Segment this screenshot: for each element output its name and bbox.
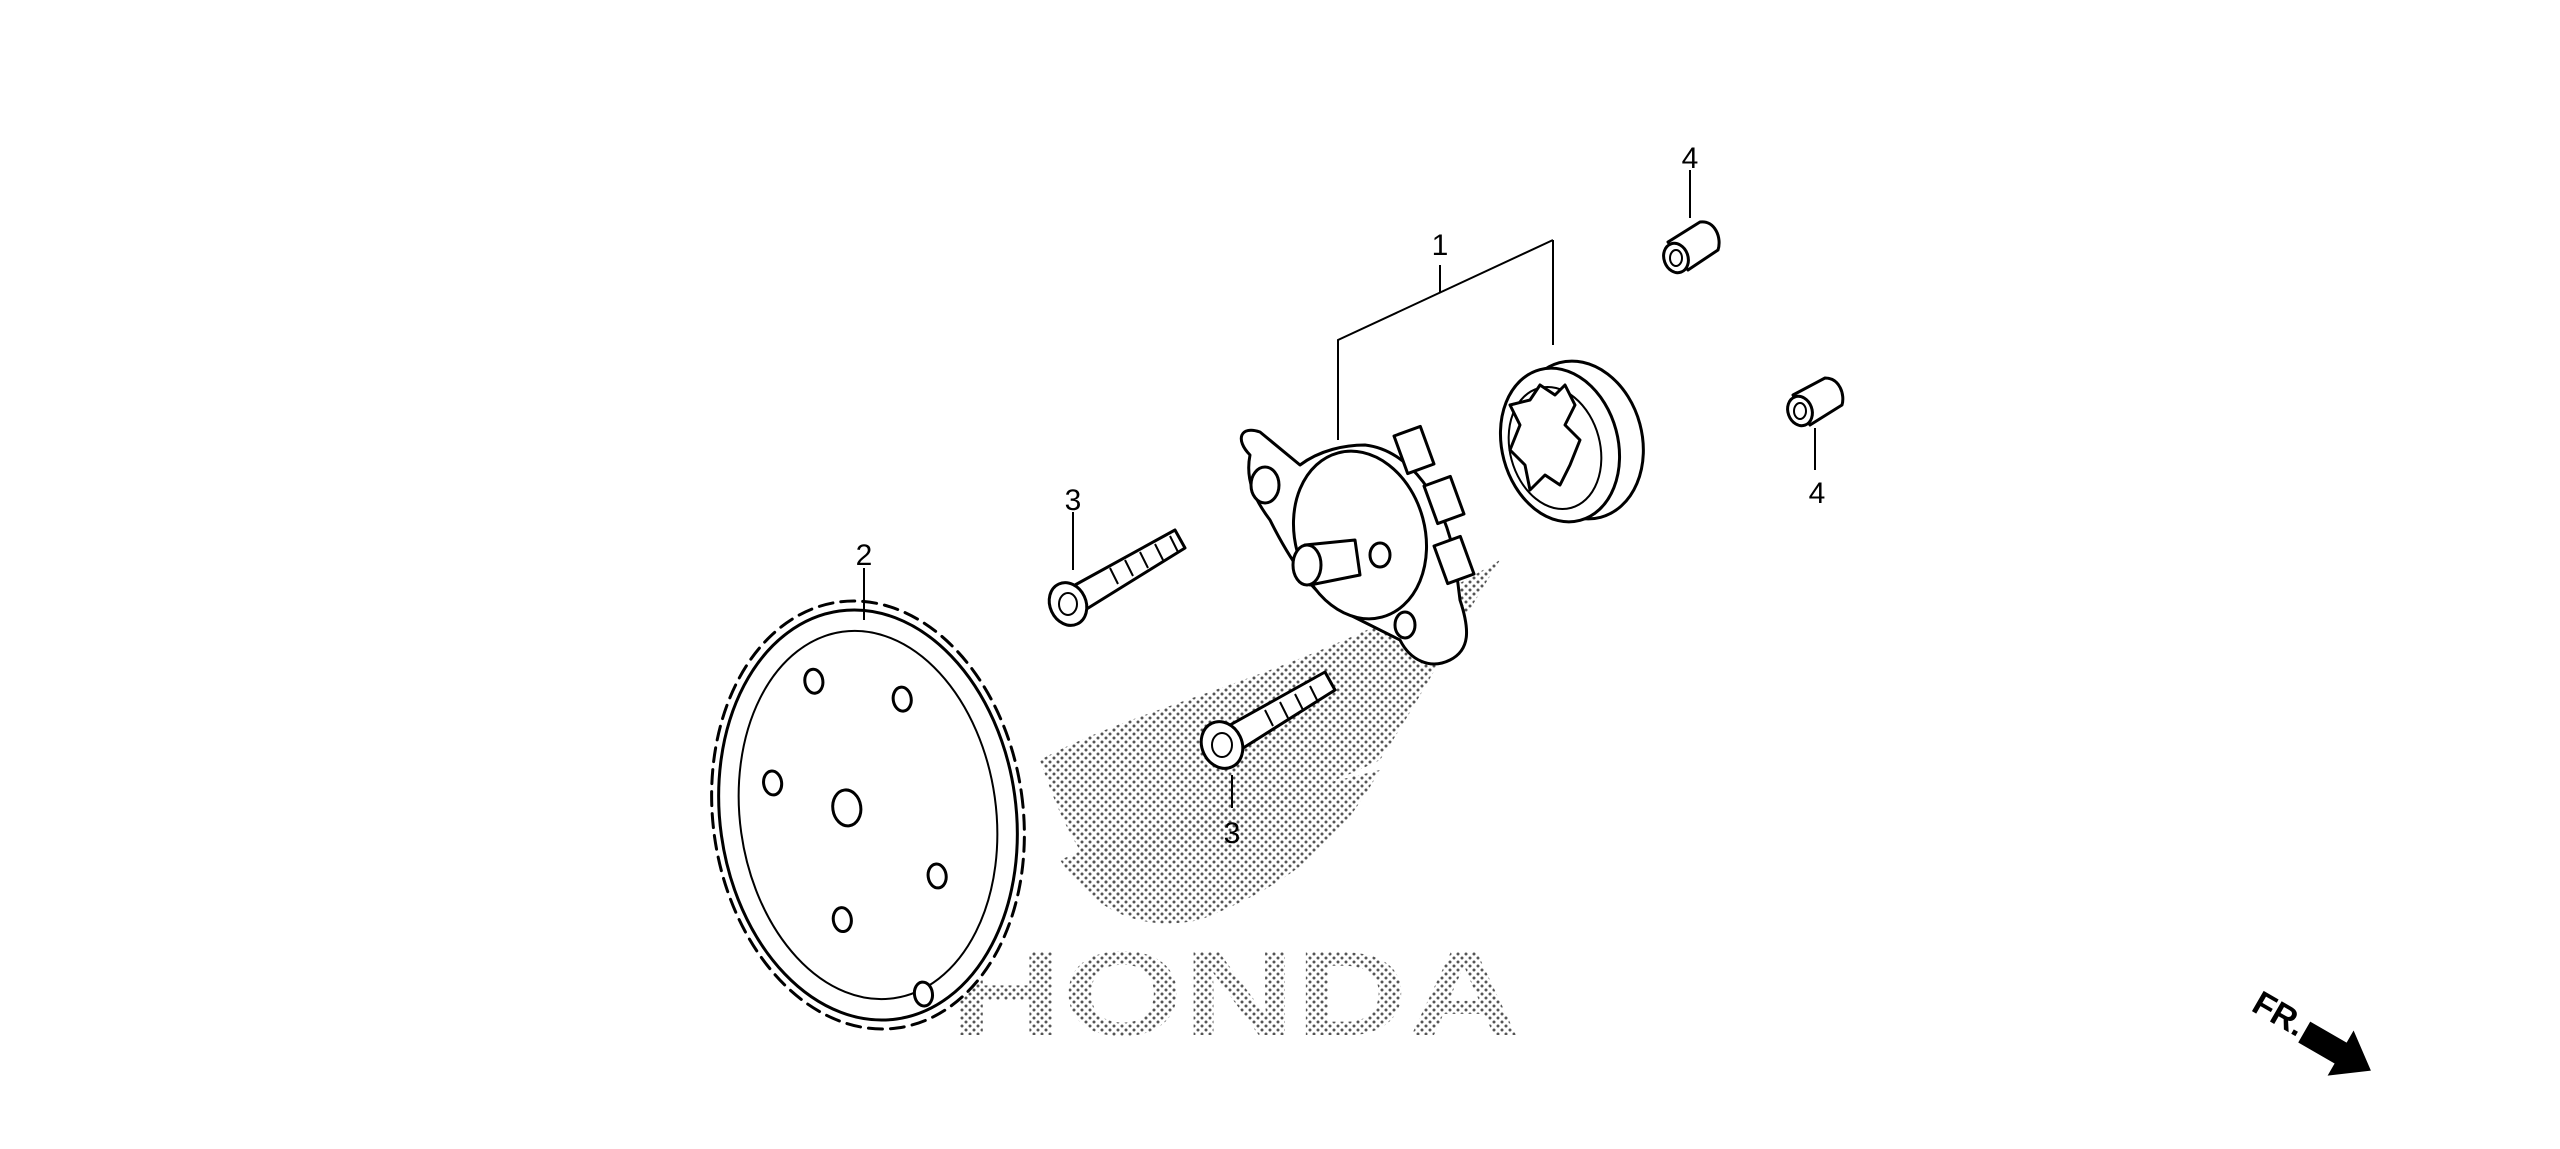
flange-bolt-lower[interactable] — [1194, 670, 1337, 775]
oil-pump-outer-rotor[interactable] — [1484, 347, 1661, 536]
callout-3-lower[interactable]: 3 — [1224, 817, 1241, 850]
callout-4-upper[interactable]: 4 — [1682, 142, 1699, 175]
dowel-pin-upper[interactable] — [1660, 220, 1721, 276]
pump-drive-gear[interactable] — [685, 581, 1052, 1050]
callout-4-lower[interactable]: 4 — [1809, 477, 1826, 510]
front-arrow-icon — [2298, 1021, 2371, 1076]
leader-lines — [863, 170, 1816, 808]
honda-watermark-text: HONDA — [950, 927, 1520, 1061]
callout-2[interactable]: 2 — [856, 539, 873, 572]
dowel-pin-lower[interactable] — [1784, 376, 1845, 429]
callout-3-upper[interactable]: 3 — [1065, 484, 1082, 517]
oil-pump-body[interactable] — [1239, 424, 1476, 666]
flange-bolt-upper[interactable] — [1042, 528, 1187, 632]
callout-1[interactable]: 1 — [1432, 229, 1449, 262]
front-direction-indicator: FR. — [2246, 984, 2371, 1076]
